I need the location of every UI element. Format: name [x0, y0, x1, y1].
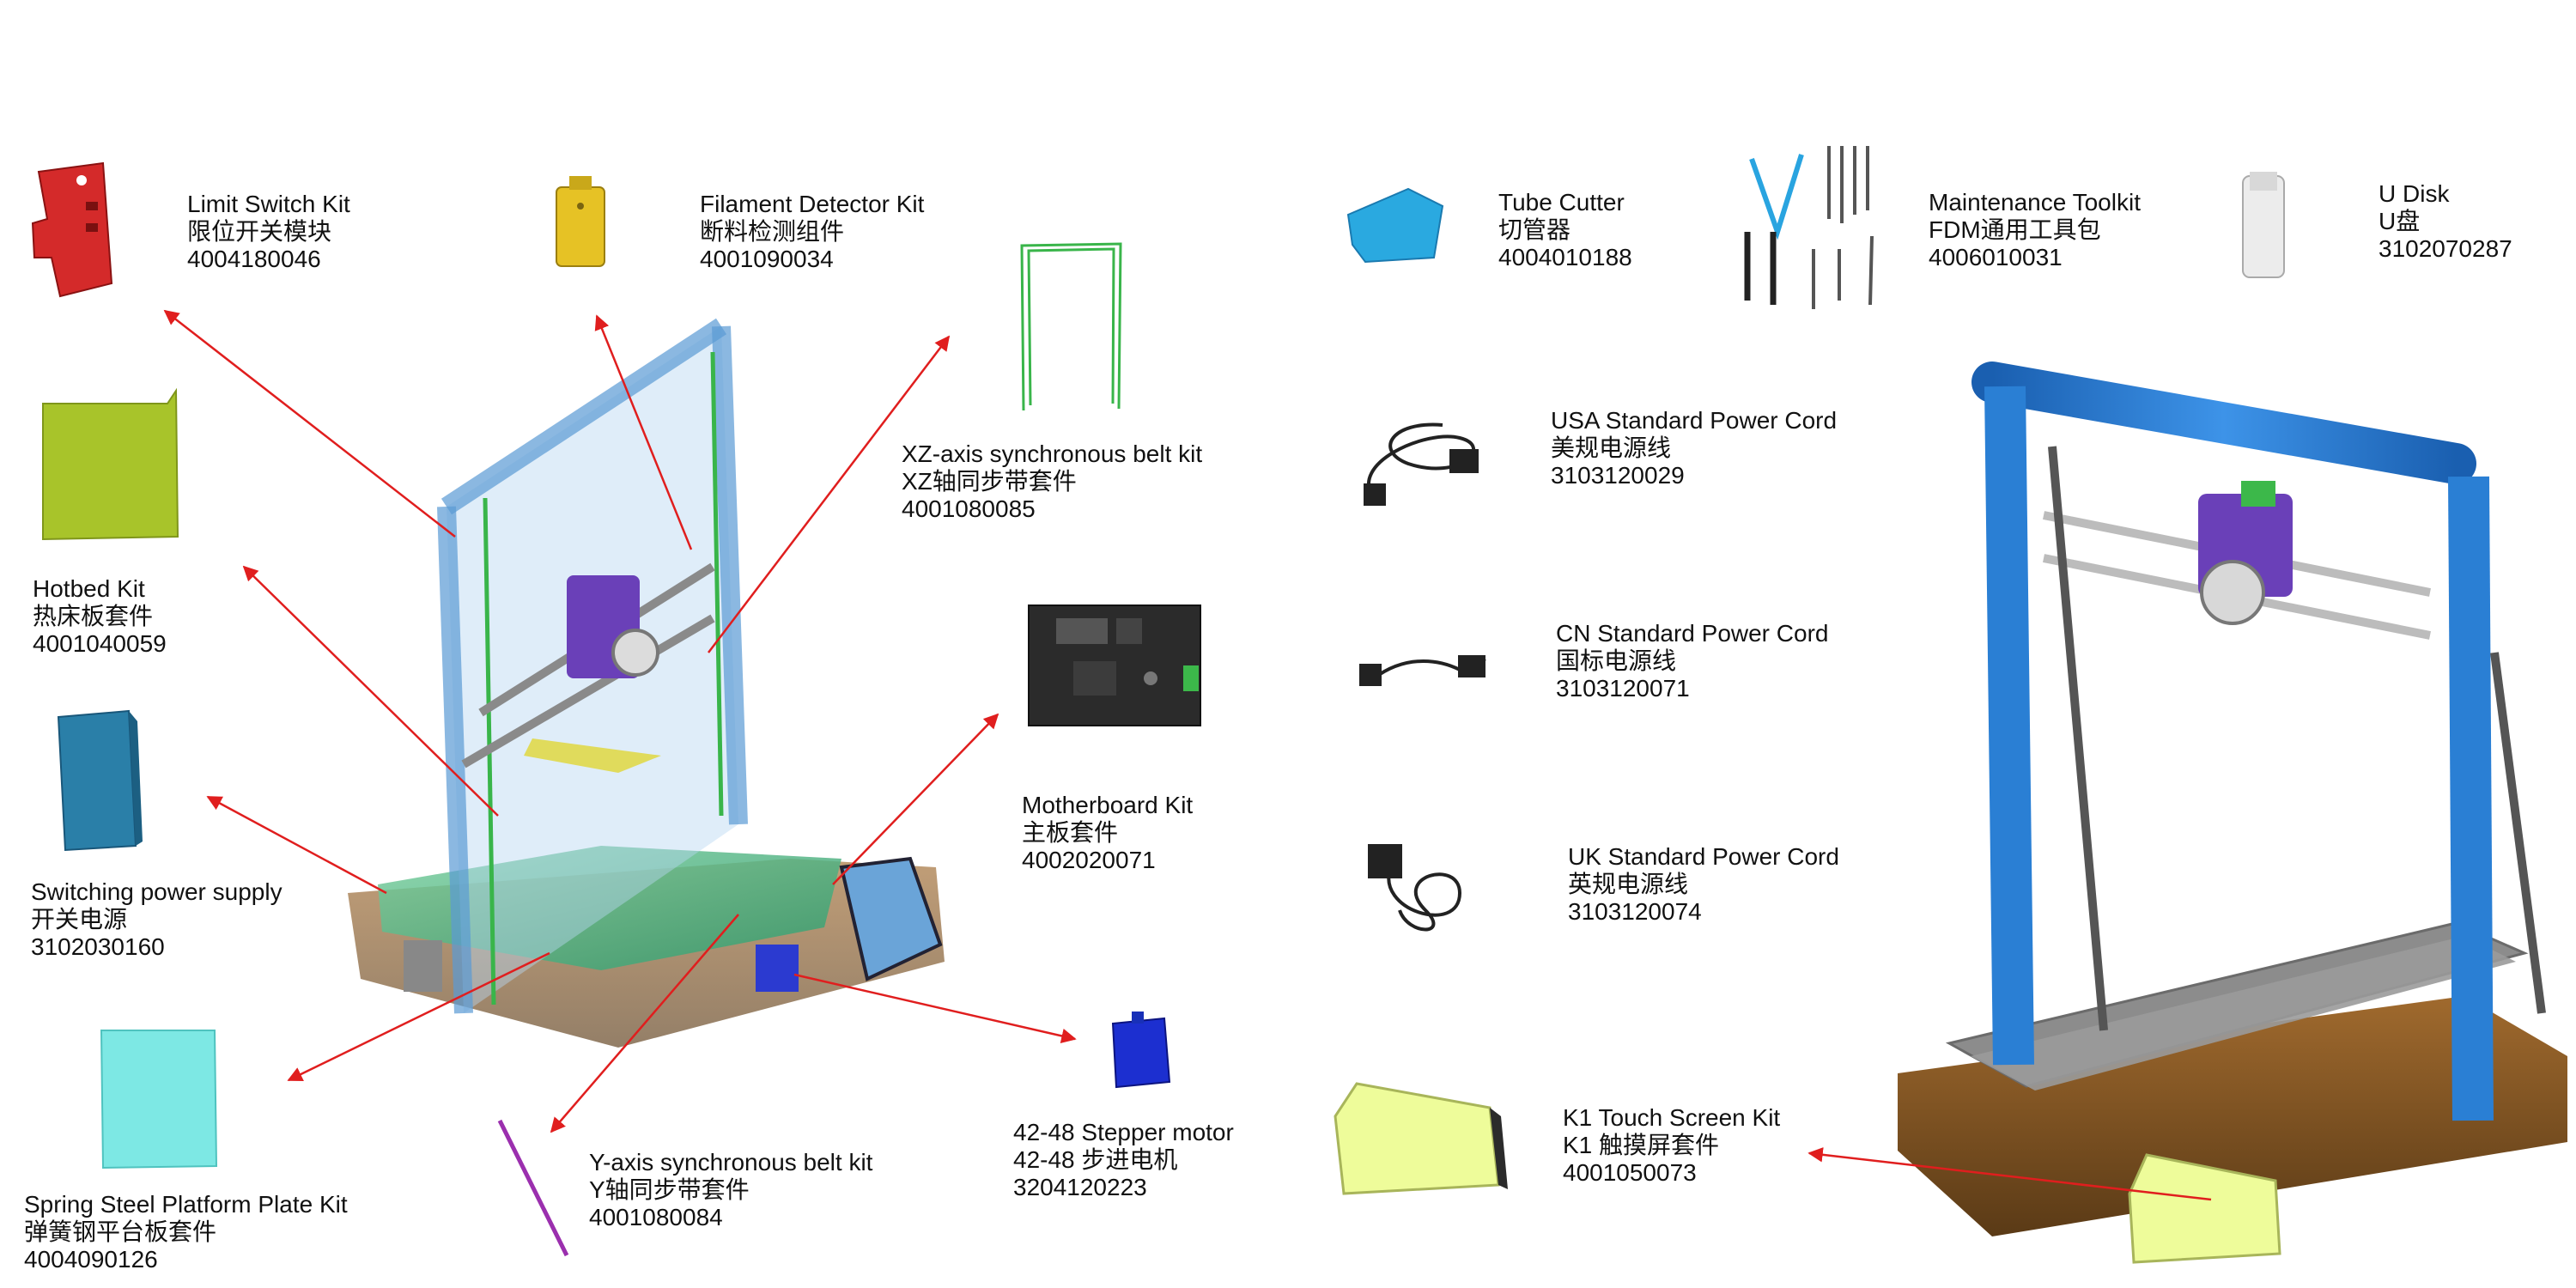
label-motherboard-kit: Motherboard Kit 主板套件 4002020071 [1022, 792, 1193, 874]
label-tube-cutter: Tube Cutter 切管器 4004010188 [1498, 189, 1632, 271]
label-limit-switch-kit: Limit Switch Kit 限位开关模块 4004180046 [187, 191, 350, 273]
part-name-en: USA Standard Power Cord [1551, 407, 1838, 434]
part-code: 3103120074 [1568, 898, 1702, 925]
label-maintenance-toolkit: Maintenance Toolkit FDM通用工具包 4006010031 [1929, 189, 2141, 271]
filament-detector-icon [556, 176, 605, 267]
part-name-cn: 开关电源 [31, 906, 128, 933]
part-code: 4004090126 [24, 1246, 158, 1273]
part-code: 4004180046 [187, 246, 321, 272]
part-code: 4001050073 [1563, 1159, 1697, 1186]
part-name-cn: 弹簧钢平台板套件 [24, 1218, 217, 1245]
part-name-en: Spring Steel Platform Plate Kit [24, 1191, 348, 1218]
label-filament-detector-kit: Filament Detector Kit 断料检测组件 4001090034 [700, 191, 924, 273]
part-code: 4006010031 [1929, 244, 2063, 270]
part-code: 4001080084 [589, 1204, 723, 1230]
limit-switch-icon [31, 161, 113, 298]
label-y-belt-kit: Y-axis synchronous belt kit Y轴同步带套件 4001… [589, 1149, 872, 1231]
part-name-en: CN Standard Power Cord [1556, 620, 1829, 647]
part-code: 4001040059 [33, 630, 167, 657]
part-name-en: Limit Switch Kit [187, 191, 350, 217]
part-code: 3103120071 [1556, 675, 1690, 702]
part-name-cn: 断料检测组件 [700, 218, 845, 245]
label-usa-power-cord: USA Standard Power Cord 美规电源线 3103120029 [1551, 407, 1837, 489]
part-name-cn: 主板套件 [1022, 819, 1119, 846]
part-code: 3103120029 [1551, 462, 1685, 489]
label-hotbed-kit: Hotbed Kit 热床板套件 4001040059 [33, 575, 167, 658]
part-code: 4004010188 [1498, 244, 1632, 270]
part-name-en: Tube Cutter [1498, 189, 1625, 216]
part-code: 4001090034 [700, 246, 834, 272]
part-name-cn: 限位开关模块 [187, 218, 332, 245]
xz-belt-icon [1020, 242, 1122, 411]
part-name-cn: 国标电源线 [1556, 647, 1677, 674]
part-name-cn: FDM通用工具包 [1929, 216, 2101, 243]
part-name-cn: 美规电源线 [1551, 434, 1672, 461]
touch-screen-icon [1334, 1082, 1508, 1195]
label-spring-steel-plate-kit: Spring Steel Platform Plate Kit 弹簧钢平台板套件… [24, 1191, 348, 1273]
part-name-en: Maintenance Toolkit [1929, 189, 2141, 216]
part-name-en: Y-axis synchronous belt kit [589, 1149, 873, 1176]
part-name-en: U Disk [2379, 180, 2450, 207]
part-name-en: Filament Detector Kit [700, 191, 925, 217]
part-name-cn: 英规电源线 [1568, 871, 1689, 897]
part-name-cn: 42-48 步进电机 [1013, 1146, 1178, 1173]
part-name-cn: K1 触摸屏套件 [1563, 1132, 1720, 1158]
part-code: 4002020071 [1022, 847, 1156, 873]
part-name-en: UK Standard Power Cord [1568, 843, 1839, 870]
motherboard-icon [1028, 605, 1201, 726]
part-code: 3102070287 [2379, 235, 2512, 262]
part-name-en: 42-48 Stepper motor [1013, 1119, 1234, 1145]
callout-arrows [163, 309, 2212, 1201]
part-name-cn: 切管器 [1498, 216, 1571, 243]
u-disk-icon [2242, 172, 2285, 278]
part-name-cn: XZ轴同步带套件 [902, 468, 1077, 495]
label-cn-power-cord: CN Standard Power Cord 国标电源线 3103120071 [1556, 620, 1828, 702]
part-name-en: Motherboard Kit [1022, 792, 1194, 818]
part-code: 3102030160 [31, 933, 165, 960]
power-supply-icon [57, 709, 143, 852]
hotbed-icon [42, 387, 179, 541]
part-name-cn: U盘 [2379, 208, 2421, 234]
spring-plate-icon [100, 1030, 218, 1170]
part-code: 4001080085 [902, 495, 1036, 522]
part-name-en: Switching power supply [31, 878, 283, 905]
label-switching-power-supply: Switching power supply 开关电源 3102030160 [31, 878, 283, 961]
usa-cord-icon [1364, 422, 1479, 506]
assembled-printer-illustration [1898, 361, 2567, 1264]
label-uk-power-cord: UK Standard Power Cord 英规电源线 3103120074 [1568, 843, 1839, 926]
label-xz-belt-kit: XZ-axis synchronous belt kit XZ轴同步带套件 40… [902, 440, 1202, 523]
part-name-en: K1 Touch Screen Kit [1563, 1104, 1781, 1131]
part-name-cn: Y轴同步带套件 [589, 1176, 750, 1203]
exploded-printer-illustration [348, 318, 945, 1048]
label-k1-touch-screen-kit: K1 Touch Screen Kit K1 触摸屏套件 4001050073 [1563, 1104, 1780, 1187]
tube-cutter-icon [1346, 187, 1444, 264]
cn-cord-icon [1359, 655, 1486, 686]
part-code: 3204120223 [1013, 1174, 1147, 1200]
toolkit-icon [1744, 146, 1874, 309]
part-name-en: Hotbed Kit [33, 575, 145, 602]
stepper-icon [1111, 1012, 1171, 1089]
part-name-cn: 热床板套件 [33, 603, 154, 629]
label-stepper-motor: 42-48 Stepper motor 42-48 步进电机 320412022… [1013, 1119, 1234, 1201]
y-belt-icon [497, 1119, 569, 1257]
label-u-disk: U Disk U盘 3102070287 [2379, 180, 2512, 263]
part-name-en: XZ-axis synchronous belt kit [902, 440, 1203, 467]
uk-cord-icon [1368, 844, 1462, 932]
